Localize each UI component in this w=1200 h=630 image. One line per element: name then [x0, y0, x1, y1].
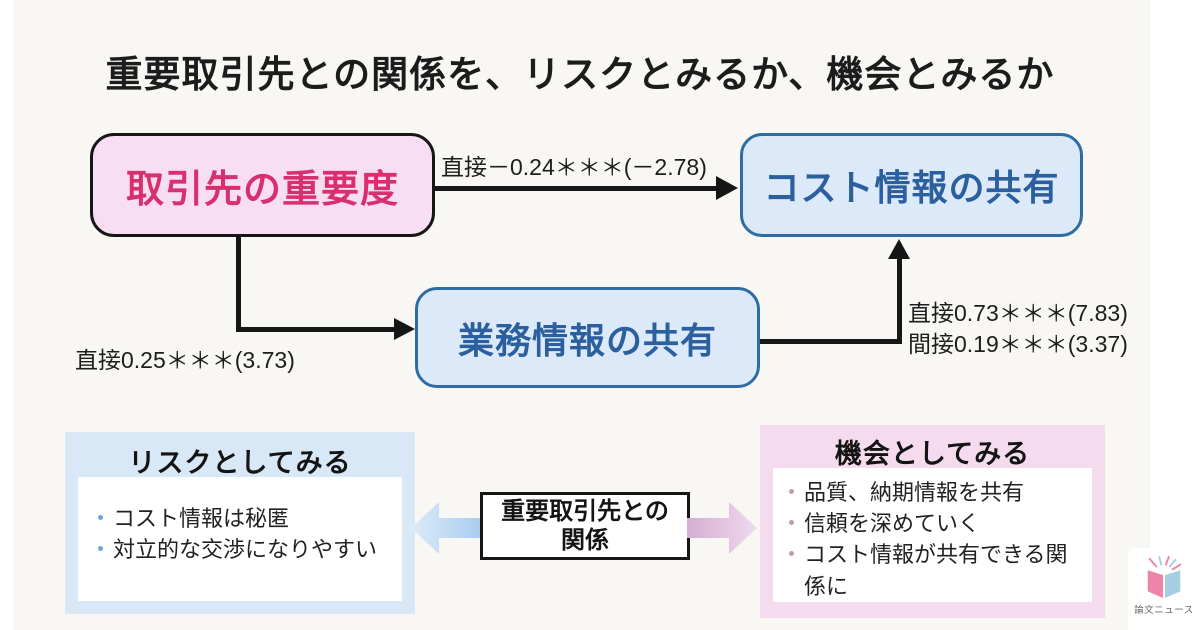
list-item: コスト情報は秘匿 [96, 503, 392, 534]
page-title: 重要取引先との関係を、リスクとみるか、機会とみるか [105, 54, 1055, 95]
opportunity-item-text: 信頼を深めていく [804, 511, 981, 537]
opportunity-panel-title: 機会としてみる [834, 439, 1031, 469]
arrowhead-right-icon [394, 318, 415, 340]
risk-item-text: 対立的な交渉になりやすい [113, 537, 378, 563]
edge-importance-to-ops-label: 直接0.25＊＊＊(3.73) [75, 347, 295, 373]
node-supplier-importance: 取引先の重要度 [90, 133, 435, 237]
list-item: 品質、納期情報を共有 [787, 477, 1084, 508]
edge-importance-to-ops-hline [236, 327, 396, 332]
node-cost-info-sharing-label: コスト情報の共有 [763, 167, 1060, 208]
bullet-dot-icon [789, 520, 794, 526]
bullet-dot-icon [789, 551, 794, 557]
bullet-dot-icon [789, 489, 794, 494]
list-item: 対立的な交渉になりやすい [96, 534, 392, 565]
connector-line2: 関係 [561, 527, 609, 554]
opportunity-item-text: 品質、納期情報を共有 [804, 480, 1025, 505]
bullet-dot-icon [98, 546, 103, 552]
arrowhead-up-icon [888, 239, 910, 259]
edge-ops-to-cost-direct-label: 直接0.73＊＊＊(7.83) [908, 300, 1128, 326]
edge-ops-to-cost-hline [760, 339, 902, 344]
bullet-dot-icon [98, 515, 103, 520]
arrowhead-right-icon [716, 176, 738, 200]
right-margin [1150, 0, 1200, 630]
edge-ops-to-cost-vline [897, 252, 902, 344]
left-margin [0, 0, 13, 630]
logo-text: 論文ニュース [1134, 605, 1194, 616]
opportunity-panel-body: 品質、納期情報を共有 信頼を深めていく コスト情報が共有できる関係に [773, 468, 1092, 602]
node-ops-info-sharing-label: 業務情報の共有 [457, 319, 717, 361]
node-supplier-importance-label: 取引先の重要度 [125, 168, 399, 211]
risk-panel: リスクとしてみる コスト情報は秘匿 対立的な交渉になりやすい [65, 432, 415, 614]
block-arrow-left-icon [411, 502, 481, 554]
list-item: 信頼を深めていく [787, 508, 1084, 539]
list-item: コスト情報が共有できる関係に [787, 539, 1084, 601]
opportunity-item-text: コスト情報が共有できる関係に [804, 542, 1068, 599]
logo-card: 論文ニュース [1128, 548, 1200, 630]
connector-line1: 重要取引先との [501, 497, 669, 525]
opportunity-panel: 機会としてみる 品質、納期情報を共有 信頼を深めていく コスト情報が共有できる関… [760, 425, 1105, 618]
edge-importance-to-ops-vline [236, 237, 241, 330]
open-book-icon [1147, 555, 1182, 599]
edge-ops-to-cost-indirect-label: 間接0.19＊＊＊(3.37) [908, 331, 1128, 357]
risk-panel-title: リスクとしてみる [128, 448, 352, 478]
edge-importance-to-cost-label: 直接－0.24＊＊＊(－2.78) [441, 154, 707, 180]
edge-importance-to-cost-line [435, 185, 718, 191]
node-cost-info-sharing: コスト情報の共有 [740, 133, 1083, 237]
risk-panel-body: コスト情報は秘匿 対立的な交渉になりやすい [78, 477, 402, 601]
risk-item-text: コスト情報は秘匿 [113, 506, 290, 531]
node-ops-info-sharing: 業務情報の共有 [415, 287, 760, 388]
block-arrow-right-icon [687, 502, 757, 554]
connector-box: 重要取引先との 関係 [480, 492, 690, 560]
